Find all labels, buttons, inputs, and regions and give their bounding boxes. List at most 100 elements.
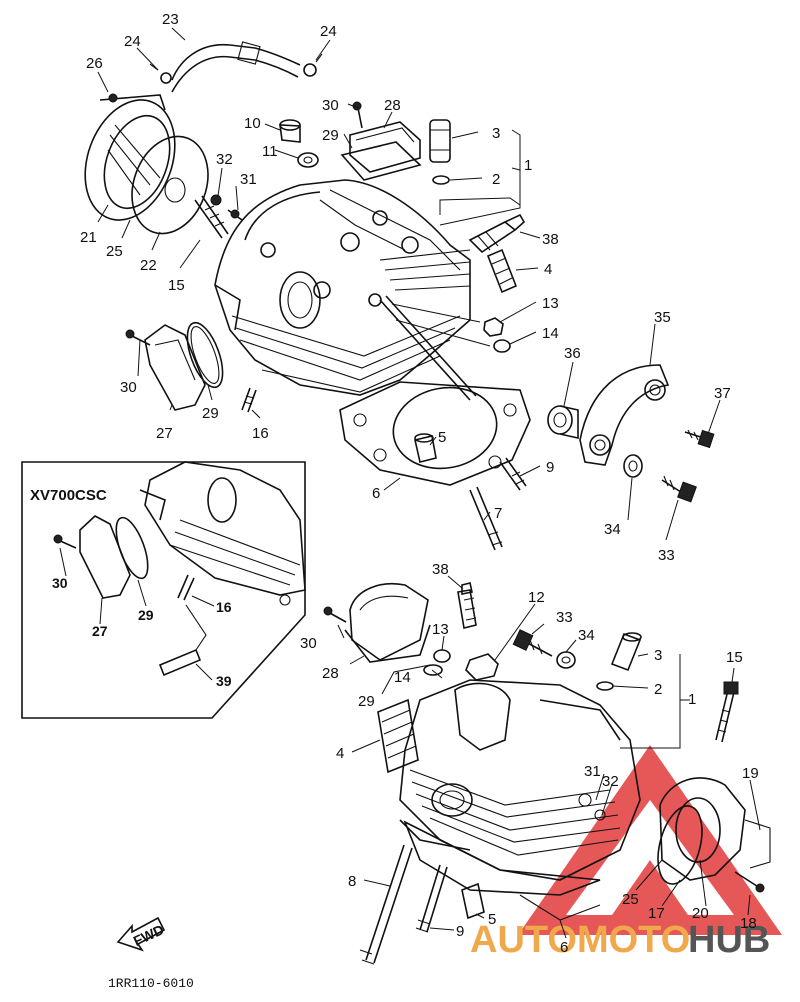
inset-o-ring (115, 516, 149, 580)
label-38: 38 (542, 231, 559, 248)
nut-12 (465, 653, 499, 681)
label-28: 28 (384, 97, 401, 114)
watermark-text-a: AUTOMOTO (470, 919, 690, 961)
head-cap-bottom (349, 583, 429, 661)
label-22: 22 (140, 257, 157, 274)
label-31: 31 (240, 171, 257, 188)
label-25: 25 (622, 891, 639, 908)
watermark-logo: AUTOMOTO HUB (470, 745, 782, 961)
label-18: 18 (740, 915, 757, 932)
collar-36 (547, 405, 579, 439)
stud-bolt-9-top (499, 457, 527, 491)
label-17: 17 (648, 905, 665, 922)
label-36: 36 (564, 345, 581, 362)
cooling-fins-rear (231, 249, 471, 393)
spark-plug-38-bottom (457, 582, 477, 629)
side-cover-rear (84, 93, 176, 221)
inset-label-30: 30 (52, 575, 68, 591)
label-9: 9 (456, 923, 464, 940)
label-33: 33 (556, 609, 573, 626)
label-24: 24 (320, 23, 337, 40)
nut-13-bottom (433, 649, 451, 663)
label-32: 32 (602, 773, 619, 790)
watermark-triangle (518, 745, 782, 935)
inset-xv700csc: XV700CSC (21, 461, 306, 719)
label-28: 28 (322, 665, 339, 682)
inset-dowel-16 (177, 574, 195, 601)
label-35: 35 (654, 309, 671, 326)
label-34: 34 (578, 627, 595, 644)
label-2: 2 (492, 171, 500, 188)
forward-arrow: FWD (116, 916, 166, 952)
label-33: 33 (658, 547, 675, 564)
gasket-top-cap (340, 141, 422, 181)
label-37: 37 (714, 385, 731, 402)
label-27: 27 (156, 425, 173, 442)
valve-guide-3-top (429, 119, 451, 163)
screw-30-top (352, 101, 363, 129)
label-32: 32 (216, 151, 233, 168)
label-2: 2 (654, 681, 662, 698)
washer-14-top (493, 339, 511, 353)
valve-guide-3-bottom (610, 632, 642, 672)
inset-model-title: XV700CSC (30, 487, 107, 504)
label-3: 3 (654, 647, 662, 664)
part-labels: 23 24 24 26 30 28 3 10 29 1 11 2 32 31 2… (80, 11, 759, 956)
label-5: 5 (488, 911, 496, 928)
circlip-2-bottom (596, 681, 614, 691)
washer-34-top (623, 454, 643, 478)
gasket-bottom-cap (344, 624, 431, 663)
inset-label-29: 29 (138, 607, 154, 623)
bolt-37 (684, 429, 715, 449)
label-30: 30 (300, 635, 317, 652)
drawing-code: 1RR110-6010 (108, 976, 194, 991)
label-7: 7 (494, 505, 502, 522)
bolt-33-bottom (512, 629, 553, 657)
long-stud-top (379, 295, 477, 401)
hose-clip-right (303, 53, 323, 77)
label-15: 15 (168, 277, 185, 294)
bolt-31-32 (210, 194, 243, 221)
label-12: 12 (528, 589, 545, 606)
bolt-18 (734, 871, 765, 893)
label-13: 13 (432, 621, 449, 638)
dowel-pin-4-top (486, 248, 518, 294)
label-16: 16 (252, 425, 269, 442)
o-ring-29-left (186, 321, 224, 389)
label-34: 34 (604, 521, 621, 538)
inset-head-outline (139, 461, 306, 606)
bolt-15-bottom (715, 681, 739, 743)
stud-bolt-7 (469, 486, 503, 551)
label-25: 25 (106, 243, 123, 260)
dowel-5-bottom (461, 882, 485, 920)
screw-30-bottom (323, 606, 347, 623)
leader-lines (97, 27, 761, 939)
stud-bolt-15 (194, 195, 229, 239)
label-31: 31 (584, 763, 601, 780)
screw-30-left (125, 329, 151, 346)
inset-pin-39 (158, 604, 207, 677)
inset-label-39: 39 (216, 673, 232, 689)
label-14: 14 (542, 325, 559, 342)
label-29: 29 (322, 127, 339, 144)
label-19: 19 (742, 765, 759, 782)
label-15: 15 (726, 649, 743, 666)
watermark-text-b: HUB (688, 919, 770, 961)
rubber-grommet-10 (279, 119, 301, 143)
label-38: 38 (432, 561, 449, 578)
inset-screw (53, 534, 77, 549)
label-9: 9 (546, 459, 554, 476)
label-6: 6 (560, 939, 568, 956)
inset-part-labels: 30 29 27 16 39 (52, 575, 232, 689)
dowel-16-left (241, 387, 257, 413)
stud-bolt-9-bottom (415, 864, 448, 933)
label-30: 30 (120, 379, 137, 396)
label-20: 20 (692, 905, 709, 922)
hose-clip-left (149, 63, 172, 84)
label-23: 23 (162, 11, 179, 28)
bolt-33-top (661, 475, 697, 503)
head-cap-top (349, 121, 421, 173)
label-4: 4 (544, 261, 552, 278)
label-11: 11 (262, 143, 278, 160)
dowel-4-bottom (377, 698, 419, 774)
